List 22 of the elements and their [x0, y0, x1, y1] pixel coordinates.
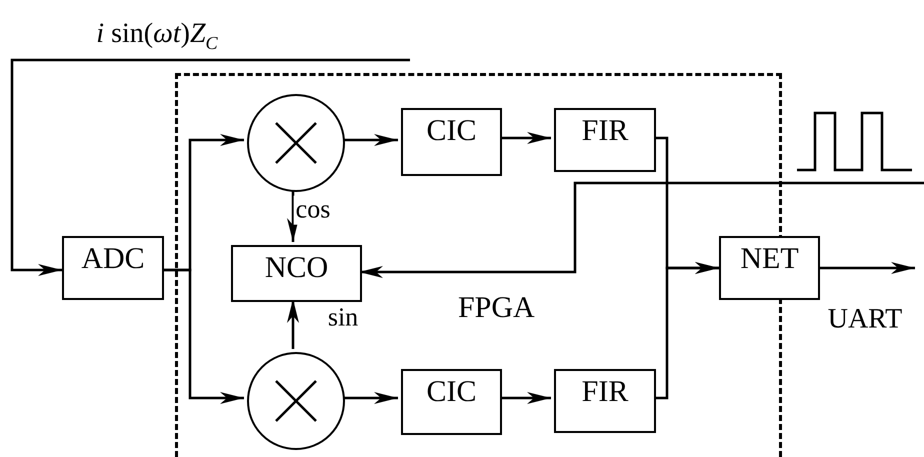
arrow: [10, 58, 410, 276]
arrow: [820, 262, 915, 274]
box-label: CIC: [426, 114, 476, 147]
process-box: [719, 236, 820, 300]
box-label: CIC: [426, 375, 476, 408]
process-box: [554, 108, 656, 172]
process-box: [231, 245, 362, 302]
arrow: [342, 392, 398, 404]
arrow: [164, 268, 244, 404]
process-box: [62, 236, 164, 300]
process-box: [554, 369, 656, 433]
arrow: [287, 189, 299, 242]
box-label: NCO: [264, 251, 328, 284]
box-label: ADC: [81, 242, 145, 275]
process-box: [401, 108, 502, 176]
box-label: FIR: [582, 375, 628, 408]
box-label: FIR: [582, 114, 628, 147]
region-label: FPGA: [458, 291, 535, 324]
arrow: [342, 134, 398, 146]
edge-label: cos: [294, 196, 332, 224]
box-label: NET: [740, 242, 799, 275]
process-box: [401, 369, 502, 435]
